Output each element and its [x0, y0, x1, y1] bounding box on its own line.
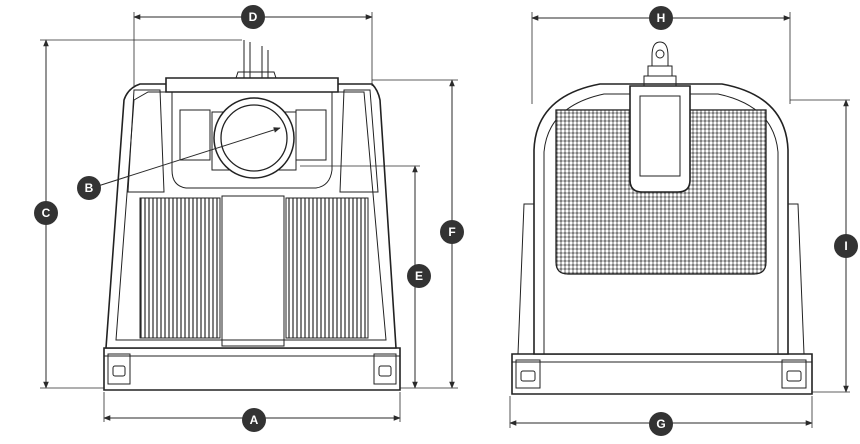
- label-e: E: [415, 269, 423, 283]
- label-h: H: [657, 11, 666, 25]
- side-left-foot: [515, 359, 541, 389]
- front-view: [103, 40, 401, 391]
- label-g: G: [656, 417, 665, 431]
- label-e-badge: E: [407, 264, 431, 288]
- label-d: D: [249, 10, 258, 24]
- label-i: I: [844, 239, 847, 253]
- side-lifting-eye: [643, 41, 677, 87]
- label-d-badge: D: [241, 5, 265, 29]
- side-base-plate: [511, 353, 813, 395]
- front-top-cap: [165, 77, 339, 93]
- front-base-plate: [103, 347, 401, 391]
- front-right-fins: [285, 197, 369, 339]
- dimension-b: [97, 127, 281, 187]
- label-c: C: [42, 206, 51, 220]
- label-a-badge: A: [242, 408, 266, 432]
- label-b: B: [85, 181, 94, 195]
- label-i-badge: I: [834, 234, 858, 258]
- label-h-badge: H: [649, 6, 673, 30]
- front-left-foot: [107, 353, 131, 385]
- label-f-badge: F: [440, 220, 464, 244]
- front-center-channel: [221, 195, 285, 347]
- label-f: F: [448, 225, 455, 239]
- front-left-fins: [139, 197, 221, 339]
- front-upper-panel: [171, 91, 333, 189]
- side-view: [511, 41, 813, 395]
- label-c-badge: C: [34, 201, 58, 225]
- label-a: A: [250, 413, 259, 427]
- front-circular-port: [211, 97, 297, 179]
- side-center-hood: [629, 85, 691, 193]
- front-right-foot: [373, 353, 397, 385]
- label-b-badge: B: [77, 176, 101, 200]
- side-right-foot: [781, 359, 807, 389]
- label-g-badge: G: [649, 412, 673, 436]
- front-rod: [235, 40, 277, 79]
